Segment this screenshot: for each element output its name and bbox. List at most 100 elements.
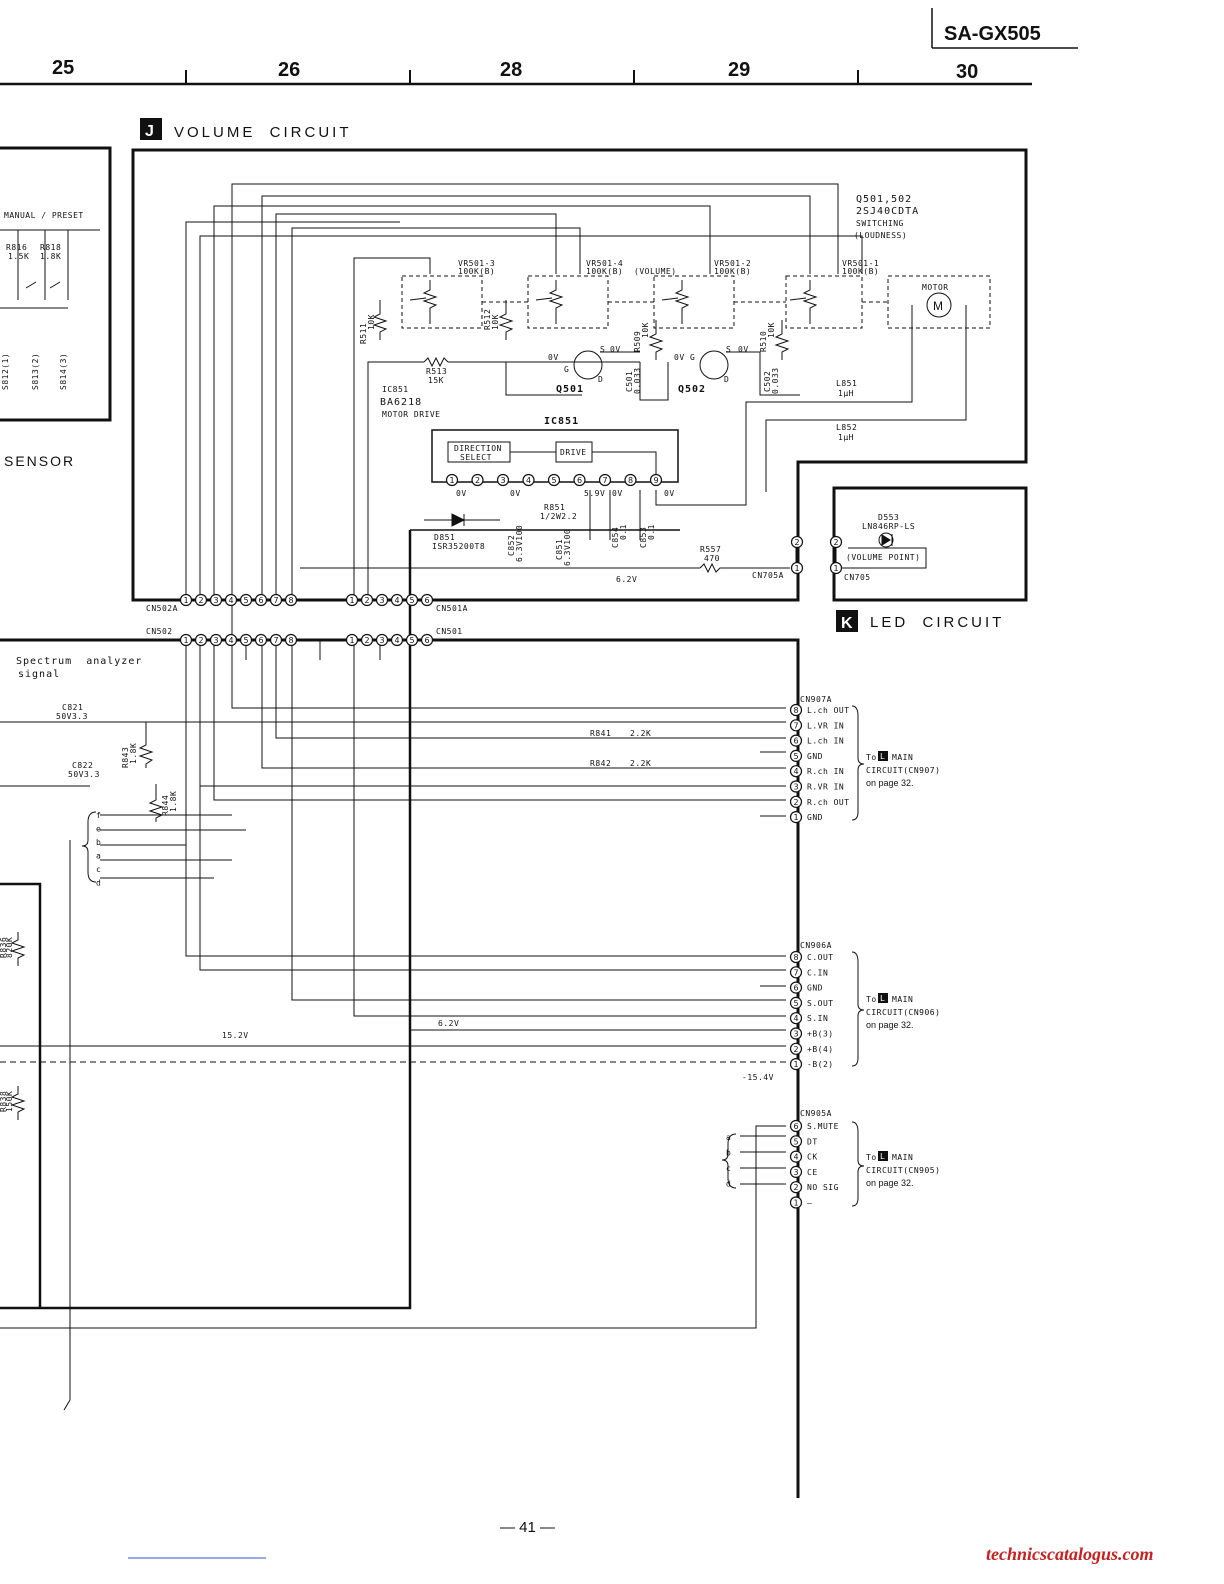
cn705a-label: CN705A <box>752 571 784 580</box>
cn906-ref-page: on page 32. <box>866 1020 914 1030</box>
bus1-letter-e: e <box>96 825 101 834</box>
bus2-letter-c: c <box>726 1164 731 1173</box>
q-note-line2: 2SJ40CDTA <box>856 206 919 217</box>
section-k-badge <box>836 610 858 632</box>
svg-text:6: 6 <box>793 984 798 993</box>
cn502a-pin-2: 2 <box>194 593 208 607</box>
cn905a-pin-1: 1 <box>789 1196 803 1209</box>
ic851-title: IC851 <box>544 416 579 427</box>
q502-d: D <box>724 375 729 384</box>
cn905a-pin-1-label: — <box>807 1199 812 1208</box>
svg-text:6: 6 <box>424 596 429 605</box>
svg-text:8: 8 <box>288 596 293 605</box>
ic-note-line1: IC851 <box>382 385 409 394</box>
c852-value: 6.3V100 <box>515 525 524 562</box>
svg-text:1: 1 <box>349 596 354 605</box>
svg-text:2: 2 <box>475 476 480 485</box>
voltage-15-2v: 15.2V <box>222 1031 249 1040</box>
cn907a-pin-4: 4 <box>789 765 803 778</box>
c851-value: 6.3V100 <box>563 529 572 566</box>
bus1-letter-d: d <box>96 879 101 888</box>
cn502-pin-6: 6 <box>254 633 268 647</box>
cn502a-pin-6: 6 <box>254 593 268 607</box>
c501-label: C501 <box>625 371 634 392</box>
volume-circuit-border <box>131 148 1028 602</box>
cn502a-pin-5: 5 <box>239 593 253 607</box>
cn501a-label: CN501A <box>436 604 468 613</box>
r512-value: 10K <box>491 314 500 330</box>
svg-text:3: 3 <box>213 596 218 605</box>
svg-text:2: 2 <box>793 1183 798 1192</box>
vr501-3-value: 100K(B) <box>458 267 495 276</box>
svg-text:7: 7 <box>273 596 278 605</box>
cn907a-pin-8-label: L.ch OUT <box>807 706 850 715</box>
svg-text:8: 8 <box>793 706 798 715</box>
vr501-4-value: 100K(B) <box>586 267 623 276</box>
svg-text:5: 5 <box>793 752 798 761</box>
vr501-3-label: VR501-3 <box>458 259 495 268</box>
cn705a-pin-1: 1 <box>790 561 804 575</box>
r841-label: R841 <box>590 729 611 738</box>
cn905a-pin-4: 4 <box>789 1150 803 1163</box>
svg-text:2: 2 <box>198 636 203 645</box>
cn905a-pin-5: 5 <box>789 1135 803 1148</box>
svg-text:5: 5 <box>409 636 414 645</box>
cn906a-pin-7-label: C.IN <box>807 968 828 977</box>
manual-preset-label: MANUAL / PRESET <box>4 211 84 220</box>
cn905a-pin-2-label: NO SIG <box>807 1183 839 1192</box>
svg-text:1: 1 <box>794 564 799 573</box>
q501-ov: 0V <box>548 353 559 362</box>
ic851-pin-9: 9 <box>649 473 663 487</box>
q502-ov: 0V <box>674 353 685 362</box>
svg-text:7: 7 <box>793 721 798 730</box>
vr501-1-label: VR501-1 <box>842 259 879 268</box>
svg-text:1: 1 <box>183 636 188 645</box>
cn906a-pin-8-label: C.OUT <box>807 953 834 962</box>
q501-s-ov: 0V <box>610 345 621 354</box>
ic-note-line3: MOTOR DRIVE <box>382 410 440 419</box>
grid-col-30: 30 <box>956 61 978 83</box>
cn907a-pin-5-label: GND <box>807 752 823 761</box>
direction-select-line1: DIRECTION <box>454 444 502 453</box>
cn906a-pin-8: 8 <box>789 950 803 964</box>
ic-pin9-ov: 0V <box>664 489 675 498</box>
r557-value: 470 <box>704 554 720 563</box>
cn502-pin-2: 2 <box>194 633 208 647</box>
cn906a-pin-2-label: +B(4) <box>807 1045 834 1054</box>
svg-text:5: 5 <box>409 596 414 605</box>
cn905-ref-main: MAIN <box>892 1153 913 1162</box>
cn906a-pin-2: 2 <box>789 1042 803 1055</box>
r557-label: R557 <box>700 545 721 554</box>
svg-text:3: 3 <box>379 596 384 605</box>
c853-value: 0.1 <box>647 524 656 540</box>
svg-text:3: 3 <box>793 1030 798 1039</box>
cn906-ref-circuit: CIRCUIT(CN906) <box>866 1008 940 1017</box>
cn502a-pin-8: 8 <box>284 593 298 607</box>
d851-value: ISR35200T8 <box>432 542 485 551</box>
svg-text:3: 3 <box>379 636 384 645</box>
d553-value: LN846RP-LS <box>862 522 915 531</box>
ic851-pin-5: 5 <box>547 473 561 487</box>
spectrum-label-line1: Spectrum analyzer <box>16 656 142 667</box>
cn501a-pin-1: 1 <box>345 593 359 607</box>
cn906a-pin-4: 4 <box>789 1012 803 1025</box>
cn907-ref-to: To <box>866 753 877 762</box>
svg-text:1: 1 <box>793 1060 798 1069</box>
r842-label: R842 <box>590 759 611 768</box>
ic851-pin-8: 8 <box>624 473 637 487</box>
r844-value: 1.8K <box>169 791 178 812</box>
cn502a-pin-7: 7 <box>269 593 283 607</box>
cn907a-pin-3: 3 <box>789 780 803 793</box>
svg-text:6: 6 <box>258 636 263 645</box>
vr501-1-value: 100K(B) <box>842 267 879 276</box>
cn905a-pin-3-label: CE <box>807 1168 818 1177</box>
cn905-ref-letter: L <box>880 1152 885 1161</box>
cn905-ref-circuit: CIRCUIT(CN905) <box>866 1166 940 1175</box>
ic851-pin-4: 4 <box>522 473 535 487</box>
grid-col-25: 25 <box>52 57 74 79</box>
cn906a-pin-5: 5 <box>789 996 803 1010</box>
led-circuit-title: LED CIRCUIT <box>870 614 1004 631</box>
cn907a-pin-6-label: L.ch IN <box>807 737 844 746</box>
cn907a-pin-1-label: GND <box>807 813 823 822</box>
